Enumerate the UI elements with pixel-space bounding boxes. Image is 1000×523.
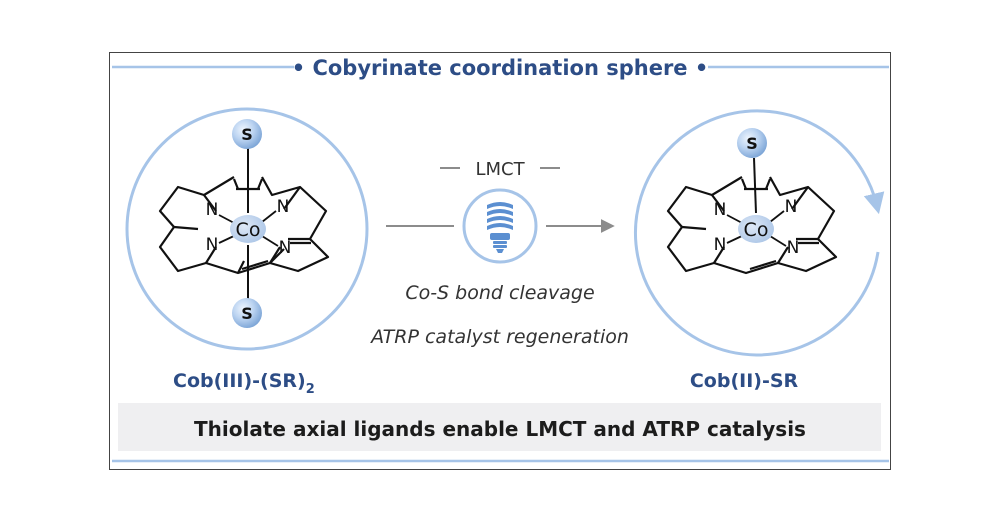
left-complex-label: Cob(III)-(SR)2	[173, 370, 315, 397]
caption-band	[118, 403, 881, 451]
right-complex-label: Cob(II)-SR	[690, 370, 799, 392]
header-title: • Cobyrinate coordination sphere •	[292, 56, 709, 80]
right-n-bottom-right: N	[787, 238, 800, 258]
right-sphere-arc	[633, 109, 880, 357]
right-s-top-sphere	[737, 128, 767, 158]
right-co-center	[738, 215, 774, 243]
right-n-bottom-left: N	[714, 235, 727, 255]
right-n-top-right: N	[785, 197, 798, 217]
left-s-top-sphere	[232, 119, 262, 149]
left-co-label: Co	[236, 219, 261, 241]
right-sphere-arrow	[860, 169, 885, 215]
right-corrin-ring	[666, 176, 838, 275]
left-corrin-ring	[158, 176, 330, 275]
cleavage-text: Co-S bond cleavage	[405, 282, 594, 304]
left-n-bottom-right: N	[279, 238, 292, 258]
center-process: LMCT Co-S bond cleavage ATRP catalyst re…	[369, 159, 629, 348]
left-label-subscript: 2	[306, 382, 315, 397]
left-s-bottom-sphere	[232, 298, 262, 328]
right-s-top-label: S	[746, 134, 758, 153]
left-n-bottom-left: N	[206, 235, 219, 255]
lightbulb-icon	[487, 202, 513, 253]
right-complex: Co N N N N S Cob(II)-SR	[633, 109, 885, 392]
lmct-label: LMCT	[475, 159, 525, 180]
left-n-top-right: N	[277, 197, 290, 217]
left-complex: Co N N N N S S Cob(III)-(SR)2	[125, 107, 369, 397]
regeneration-text: ATRP catalyst regeneration	[369, 326, 629, 348]
left-co-center	[230, 215, 266, 243]
caption-text: Thiolate axial ligands enable LMCT and A…	[194, 417, 806, 441]
left-n-top-left: N	[206, 200, 219, 220]
right-n-top-left: N	[714, 200, 727, 220]
left-s-top-label: S	[241, 125, 253, 144]
left-s-bottom-label: S	[241, 304, 253, 323]
left-sphere-circle	[125, 107, 369, 351]
right-co-label: Co	[744, 219, 769, 241]
left-label-main: Cob(III)-(SR)	[173, 370, 306, 392]
